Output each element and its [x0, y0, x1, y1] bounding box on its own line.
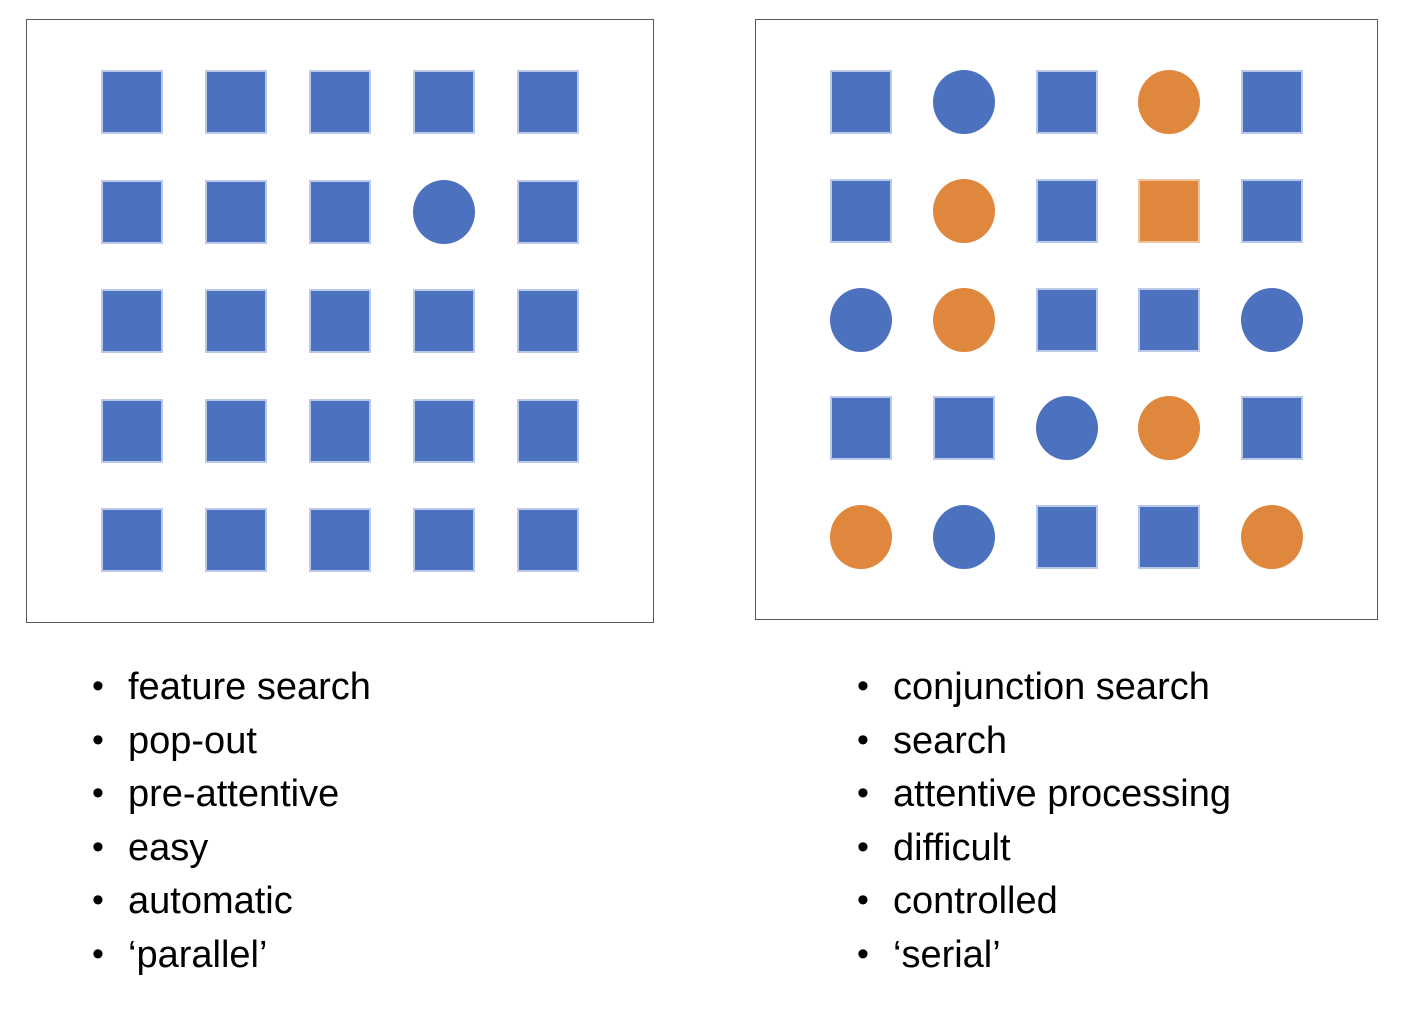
blue-square — [413, 398, 475, 463]
bullet-item: pre-attentive — [92, 767, 371, 822]
blue-square — [1035, 70, 1098, 134]
bullet-item: automatic — [92, 874, 371, 929]
blue-square — [101, 70, 163, 134]
blue-square — [830, 396, 892, 461]
blue-square — [1138, 505, 1201, 569]
orange-circle — [1241, 505, 1303, 569]
blue-circle — [413, 179, 475, 244]
blue-square — [309, 70, 371, 134]
feature-search-grid — [27, 20, 653, 622]
blue-square — [413, 508, 475, 572]
blue-square — [309, 398, 371, 463]
blue-square — [517, 289, 579, 353]
blue-square — [205, 398, 267, 463]
blue-circle — [1241, 287, 1303, 352]
bullet-item: attentive processing — [857, 767, 1231, 822]
blue-square — [1035, 287, 1098, 352]
conjunction-search-bullet-list: conjunction searchsearchattentive proces… — [857, 660, 1231, 983]
orange-square — [1138, 178, 1201, 243]
bullet-item: conjunction search — [857, 660, 1231, 715]
bullet-item: ‘parallel’ — [92, 928, 371, 983]
blue-square — [830, 70, 892, 134]
blue-circle — [932, 505, 995, 569]
orange-circle — [1138, 70, 1201, 134]
blue-square — [932, 396, 995, 461]
blue-square — [413, 70, 475, 134]
blue-square — [830, 178, 892, 243]
blue-square — [1241, 396, 1303, 461]
blue-square — [517, 508, 579, 572]
blue-square — [101, 289, 163, 353]
feature-search-bullet-list: feature searchpop-outpre-attentiveeasyau… — [92, 660, 371, 983]
orange-circle — [1138, 396, 1201, 461]
orange-circle — [830, 505, 892, 569]
bullet-item: search — [857, 714, 1231, 769]
blue-square — [101, 398, 163, 463]
blue-square — [517, 179, 579, 244]
blue-square — [101, 179, 163, 244]
blue-square — [101, 508, 163, 572]
blue-square — [1241, 178, 1303, 243]
blue-square — [309, 289, 371, 353]
blue-square — [309, 508, 371, 572]
feature-search-panel — [26, 19, 654, 623]
orange-circle — [932, 287, 995, 352]
bullet-item: controlled — [857, 874, 1231, 929]
blue-circle — [830, 287, 892, 352]
orange-circle — [932, 178, 995, 243]
blue-square — [517, 70, 579, 134]
conjunction-search-grid — [756, 20, 1377, 619]
bullet-item: easy — [92, 821, 371, 876]
bullet-item: ‘serial’ — [857, 928, 1231, 983]
bullet-item: pop-out — [92, 714, 371, 769]
blue-circle — [1035, 396, 1098, 461]
bullet-item: feature search — [92, 660, 371, 715]
blue-square — [205, 508, 267, 572]
blue-square — [309, 179, 371, 244]
blue-square — [517, 398, 579, 463]
blue-square — [1035, 178, 1098, 243]
bullet-item: difficult — [857, 821, 1231, 876]
blue-circle — [932, 70, 995, 134]
blue-square — [1035, 505, 1098, 569]
conjunction-search-panel — [755, 19, 1378, 620]
blue-square — [1241, 70, 1303, 134]
blue-square — [205, 289, 267, 353]
blue-square — [413, 289, 475, 353]
blue-square — [205, 179, 267, 244]
blue-square — [1138, 287, 1201, 352]
blue-square — [205, 70, 267, 134]
